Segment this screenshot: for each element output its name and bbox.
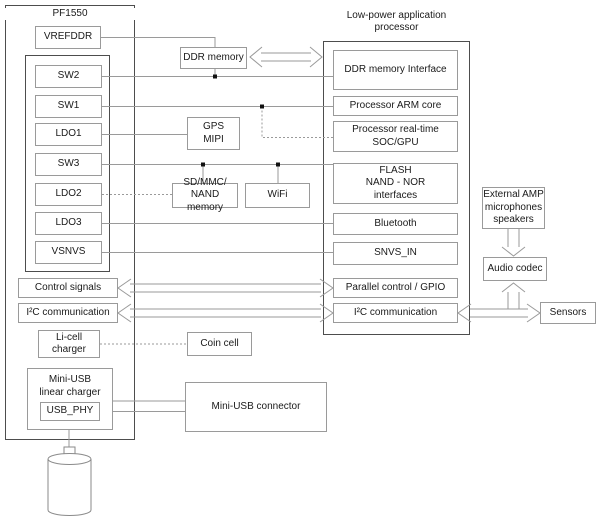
block-soc-gpu: Processor real-time SOC/GPU (333, 121, 458, 152)
junction-dot (201, 162, 205, 167)
wire-vrefddr-to-ddr-memory (101, 37, 216, 47)
block-sw3: SW3 (35, 153, 102, 176)
block-licell-charger: Li-cell charger (38, 330, 100, 358)
block-usb-connector: Mini-USB connector (185, 382, 327, 432)
block-arm-core: Processor ARM core (333, 96, 458, 116)
block-control-signals: Control signals (18, 278, 118, 298)
junction-dot (260, 104, 264, 109)
block-flash: FLASH NAND - NOR interfaces (333, 163, 458, 204)
block-vrefddr: VREFDDR (35, 26, 101, 49)
arrow-i2c-bus (117, 303, 334, 323)
arrow-bus-to-codec (501, 282, 526, 309)
block-sw1: SW1 (35, 95, 102, 118)
block-sdmmc-nand: SD/MMC/ NAND memory (172, 177, 238, 213)
junction-dot (213, 74, 217, 79)
block-gpio: Parallel control / GPIO (333, 278, 458, 298)
block-ddr-memory: DDR memory (180, 47, 247, 69)
block-i2c-proc: I²C communication (333, 303, 458, 323)
block-ddr-interface: DDR memory Interface (333, 50, 458, 90)
processor-frame (323, 41, 470, 335)
block-external-amp: External AMP microphones speakers (482, 187, 545, 229)
block-sensors: Sensors (540, 302, 596, 324)
block-ldo2: LDO2 (35, 183, 102, 206)
block-audio-codec: Audio codec (483, 257, 547, 281)
arrow-ddr-bus (249, 46, 323, 68)
pf1550-title: PF1550 (5, 8, 135, 20)
block-usb-phy: USB_PHY (40, 402, 100, 421)
battery-icon (47, 446, 92, 516)
arrow-control-signals (117, 278, 334, 298)
block-vsnvs: VSNVS (35, 241, 102, 264)
processor-title: Low-power application processor (323, 10, 470, 34)
block-snvs-in: SNVS_IN (333, 242, 458, 265)
block-ldo1: LDO1 (35, 123, 102, 146)
arrow-i2c-sensors (457, 303, 541, 323)
block-ldo3: LDO3 (35, 212, 102, 235)
block-coin-cell: Coin cell (187, 332, 252, 356)
wire-dotted-sw1-to-soc-gpu (261, 106, 333, 138)
regulator-group-frame (25, 55, 110, 272)
arrow-amp-to-codec (501, 229, 526, 257)
block-wifi: WiFi (245, 183, 310, 208)
block-i2c-left: I²C communication (18, 303, 118, 323)
block-gps-mipi: GPS MIPI (187, 117, 240, 150)
block-bluetooth: Bluetooth (333, 213, 458, 235)
junction-dot (276, 162, 280, 167)
pf1550-frame (5, 5, 135, 440)
block-sw2: SW2 (35, 65, 102, 88)
